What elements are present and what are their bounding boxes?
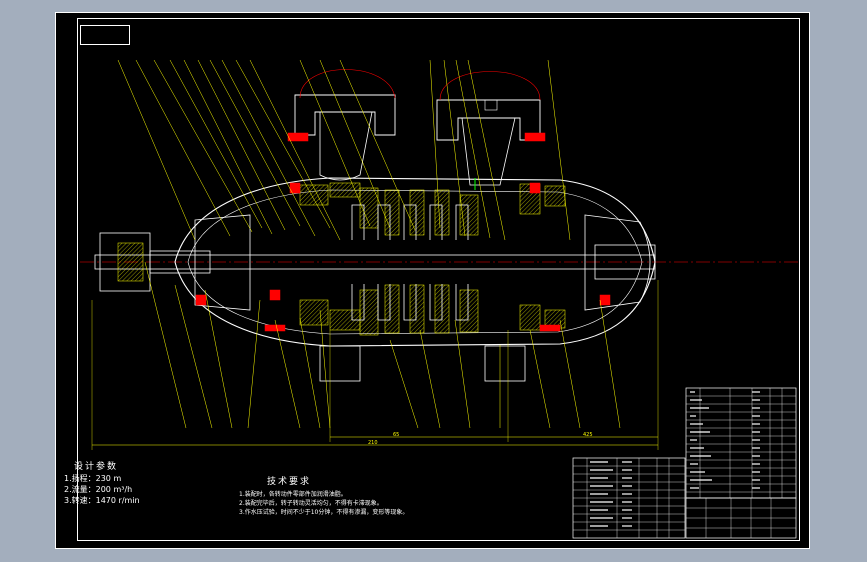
casing-section-hatch xyxy=(544,185,566,207)
leader-line-bottom xyxy=(299,317,321,429)
leader-line-top xyxy=(429,59,441,229)
leader-line-top xyxy=(221,59,316,237)
discharge-flange xyxy=(436,99,541,141)
leader-line-top xyxy=(299,59,371,227)
valve-cap xyxy=(484,99,498,111)
leader-line-top xyxy=(467,59,506,241)
leader-line-top xyxy=(547,59,571,241)
leader-line-top xyxy=(169,59,263,229)
casing-section-hatch xyxy=(359,187,379,229)
pump-casing-inner xyxy=(187,189,643,335)
leader-line-bottom xyxy=(389,339,419,429)
impeller-vane-lower xyxy=(429,284,443,321)
bolt-part xyxy=(264,324,286,332)
technical-requirement-item: 1.装配时，各转动件零部件加润滑油脂。 xyxy=(239,491,347,498)
leader-line-bottom xyxy=(247,299,261,429)
casing-section-hatch xyxy=(299,184,329,206)
support-foot-right xyxy=(484,345,526,382)
left-end-cover xyxy=(194,214,251,311)
support-foot-left xyxy=(319,345,361,382)
bolt-part xyxy=(599,294,611,306)
discharge-flange-arc xyxy=(439,71,541,101)
leader-line-top xyxy=(455,59,491,239)
leader-line-top xyxy=(209,59,301,227)
bolt-part xyxy=(524,132,546,142)
casing-section-hatch xyxy=(409,284,425,334)
leader-line-bottom xyxy=(419,329,441,429)
impeller-vane-lower xyxy=(403,284,417,321)
bolt-part xyxy=(195,294,207,306)
bolt-part xyxy=(529,182,541,194)
design-parameters: 设计参数 1.扬程：230 m 2.流量：200 m³/h 3.转速：1470 … xyxy=(64,462,140,506)
impeller-vane-upper xyxy=(403,204,417,240)
casing-section-hatch xyxy=(384,189,400,236)
dimension-right: 425 xyxy=(583,432,593,438)
casing-section-hatch xyxy=(359,289,379,336)
bolt-part xyxy=(269,289,281,301)
technical-requirements-title: 技术要求 xyxy=(267,477,312,487)
leader-line-top xyxy=(319,59,391,229)
bolt-part xyxy=(289,182,301,194)
design-param-item: 2.流量：200 m³/h xyxy=(64,485,133,494)
impeller-vane-lower xyxy=(351,284,365,321)
leader-line-top xyxy=(117,59,196,241)
impeller-vane-lower xyxy=(377,284,391,321)
impeller-vane-upper xyxy=(351,204,365,240)
bearing-right xyxy=(594,244,656,280)
leader-line-bottom xyxy=(174,284,213,429)
discharge-nozzle xyxy=(461,117,516,186)
leader-line-top xyxy=(197,59,286,231)
dimension-overall: 210 xyxy=(368,440,378,446)
impeller-vane-upper xyxy=(429,204,443,240)
bolt-part xyxy=(287,132,309,142)
casing-section-hatch xyxy=(329,182,361,198)
casing-section-hatch xyxy=(459,289,479,333)
drawing-number-box xyxy=(80,25,130,45)
design-param-item: 1.扬程：230 m xyxy=(64,474,122,483)
impeller-vane-lower xyxy=(455,284,469,321)
design-param-item: 3.转速：1470 r/min xyxy=(64,496,140,505)
leader-line-bottom xyxy=(319,309,331,429)
leader-line-top xyxy=(443,59,466,237)
leader-line-top xyxy=(339,59,416,231)
technical-requirement-item: 2.装配完毕后，转子转动灵活均匀，不得有卡滞现象。 xyxy=(239,500,383,507)
impeller-vane-upper xyxy=(455,204,469,240)
design-parameters-title: 设计参数 xyxy=(74,462,119,472)
leader-line-bottom xyxy=(144,261,187,429)
leader-line-top xyxy=(153,59,253,233)
coupling-hub xyxy=(117,242,144,282)
technical-requirements: 技术要求 1.装配时，各转动件零部件加润滑油脂。 2.装配完毕后，转子转动灵活均… xyxy=(239,478,408,517)
dimension-left: 65 xyxy=(393,432,400,438)
casing-section-hatch xyxy=(519,304,541,331)
leader-line-top xyxy=(135,59,231,237)
bolt-part xyxy=(539,324,561,332)
right-end-cover xyxy=(584,214,651,311)
technical-requirement-item: 3.作水压试验，时间不少于10分钟，不得有渗漏，变形等现象。 xyxy=(239,509,409,516)
casing-section-hatch xyxy=(299,299,329,326)
leader-line-bottom xyxy=(454,319,471,429)
suction-nozzle xyxy=(319,111,373,181)
casing-section-hatch xyxy=(409,189,425,236)
leader-line-bottom xyxy=(599,299,621,429)
suction-flange xyxy=(294,94,396,136)
impeller-vane-upper xyxy=(377,204,391,240)
casing-section-hatch xyxy=(384,284,400,334)
leader-line-bottom xyxy=(559,319,581,429)
parts-list-upper xyxy=(685,387,797,499)
coupling xyxy=(99,232,151,292)
leader-line-bottom xyxy=(274,319,301,429)
leader-line-bottom xyxy=(204,289,233,429)
leader-line-top xyxy=(249,59,341,241)
leader-line-top xyxy=(235,59,331,229)
drawing-frame xyxy=(77,18,800,541)
leader-line-top xyxy=(183,59,273,235)
leader-line-bottom xyxy=(529,329,551,429)
